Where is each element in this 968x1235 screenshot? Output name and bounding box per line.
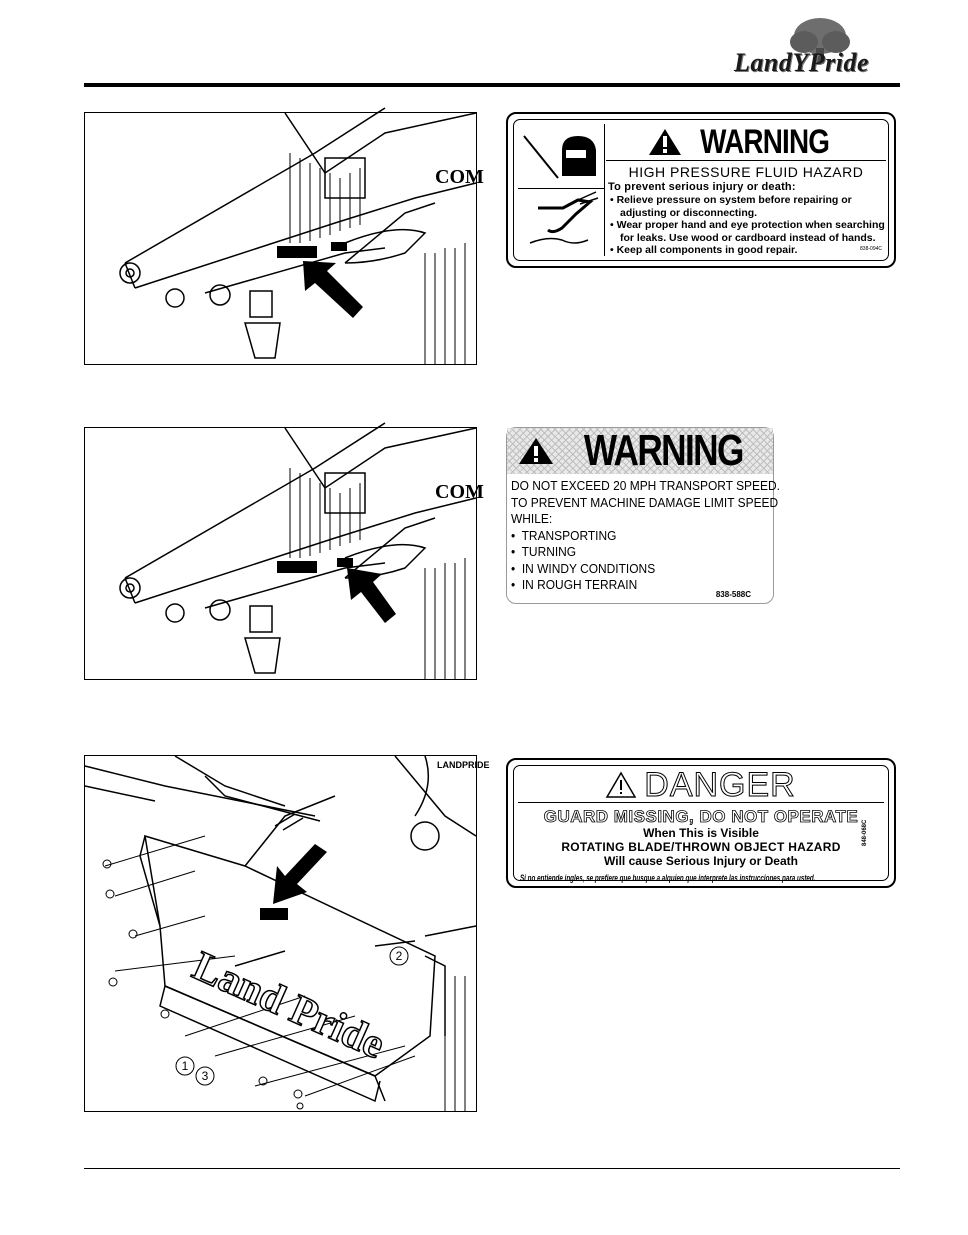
footer-rule [84,1168,900,1169]
hazard-bullet: • Wear proper hand and eye protection wh… [610,219,885,231]
figure-hitch-decal-location-1: COM [84,107,484,365]
signal-word-banner: WARNING [606,122,886,161]
guard-spanish: Si no entiende ingles, se prefiere que b… [520,873,816,884]
transport-bullet: • IN ROUGH TERRAIN [511,577,638,592]
figure-hitch-decal-location-2: COM [84,422,484,680]
signal-word: WARNING [700,122,830,161]
callout-1: 1 [182,1059,189,1073]
transport-bullet: • IN WINDY CONDITIONS [511,560,656,576]
part-number: 838-588C [715,590,751,599]
hazard-bullet-cont: for leaks. Use wood or cardboard instead… [620,231,876,244]
signal-word-banner: WARNING [507,426,773,475]
hazard-bullet: • Keep all components in good repair. [610,244,798,256]
signal-word: DANGER [644,765,796,804]
guard-line-3: ROTATING BLADE/THROWN OBJECT HAZARD [561,840,841,854]
guard-line-1: GUARD MISSING, DO NOT OPERATE [543,807,859,827]
warning-triangle-icon [518,438,553,464]
figure2-callout: COM [435,481,484,503]
figure-guard-decal-location: Land Pride LANDPRIDE 1 2 3 [84,755,490,1112]
hitch-illustration: COM [119,107,484,364]
hand-injection-icon [529,191,599,244]
decal-inner-border [513,119,889,261]
arrow-icon [347,568,396,623]
decal-high-pressure-fluid: WARNING HIGH PRESSURE FLUID HAZARD To pr… [506,112,896,268]
hazard-bullet-cont: adjusting or disconnecting. [620,206,758,219]
callout-2: 2 [396,949,403,963]
arrow-icon [303,261,363,318]
tag-top-text: LANDPRIDE [437,760,490,770]
guard-line-2: When This is Visible [643,826,759,840]
callout-3: 3 [202,1069,209,1083]
hazard-bullet: • Relieve pressure on system before repa… [610,194,852,206]
guard-illustration: Land Pride LANDPRIDE 1 2 3 [84,755,490,1111]
hazard-lead: To prevent serious injury or death: [608,181,796,193]
signal-word: WARNING [583,426,745,475]
transport-line: WHILE: [511,511,553,526]
transport-bullet: • TURNING [511,544,577,559]
warning-triangle-icon [649,129,682,155]
part-number: 838-094C [860,246,882,252]
part-number: 848-068C [862,819,868,846]
shield-logo-text: Land Pride [186,943,391,1068]
transport-line: TO PREVENT MACHINE DAMAGE LIMIT SPEED [511,494,779,510]
transport-line: DO NOT EXCEED 20 MPH TRANSPORT SPEED. [511,478,780,493]
header-rule [84,83,900,87]
face-shield-icon [523,135,596,179]
guard-line-4: Will cause Serious Injury or Death [604,854,798,868]
transport-bullet: • TRANSPORTING [511,527,617,543]
logo-wordmark: LandYPride [734,48,869,77]
danger-banner: DANGER [518,765,884,804]
hazard-bullets: • Relieve pressure on system before repa… [610,194,890,257]
transport-text: DO NOT EXCEED 20 MPH TRANSPORT SPEED. TO… [511,478,780,594]
arrow-icon [273,844,327,904]
decal-guard-missing: DANGER GUARD MISSING, DO NOT OPERATE Whe… [506,758,896,888]
hitch-illustration: COM [119,422,484,679]
tree-icon [790,18,850,64]
decal-transport-speed: WARNING DO NOT EXCEED 20 MPH TRANSPORT S… [506,426,780,604]
decal-pictogram-panel [518,124,605,256]
brand-logo: LandYPride [728,14,904,84]
warning-triangle-icon [605,771,637,798]
figure1-callout: COM [435,166,484,188]
hazard-title: HIGH PRESSURE FLUID HAZARD [628,164,864,180]
decal-inner-border [513,765,889,881]
